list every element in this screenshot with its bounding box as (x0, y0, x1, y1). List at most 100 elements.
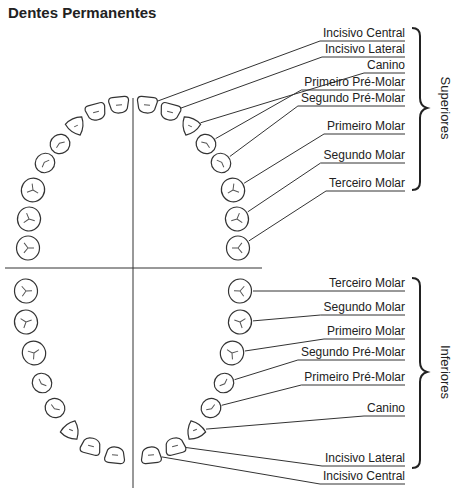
tooth-mark (230, 213, 242, 225)
tooth-outline (178, 115, 202, 139)
tooth (18, 337, 51, 370)
tooth-outline (228, 278, 252, 303)
tooth (163, 436, 186, 457)
tooth (108, 96, 129, 114)
bracket (412, 278, 427, 468)
leader-line (244, 134, 405, 183)
tooth-outline (60, 417, 84, 441)
tooth-outline (210, 369, 238, 397)
tooth-outline (84, 102, 107, 123)
group-label: Inferiores (438, 345, 452, 399)
tooth (183, 417, 207, 441)
tooth-mark (88, 445, 94, 447)
tooth-outline (41, 395, 68, 422)
leader-line (186, 448, 405, 467)
tooth-outline (15, 204, 44, 234)
tooth-mark (24, 243, 34, 253)
tooth (31, 149, 59, 177)
tooth-outline (223, 204, 252, 234)
bracket (412, 28, 427, 190)
tooth (41, 395, 68, 422)
leader-line (180, 57, 405, 108)
tooth (210, 369, 238, 397)
tooth-mark (206, 404, 216, 411)
tooth-label: Incisivo Central (323, 26, 405, 40)
tooth-mark (74, 125, 78, 127)
tooth-outline (183, 417, 207, 441)
leader-line (249, 191, 405, 241)
tooth-mark (116, 104, 122, 106)
tooth-mark (225, 184, 239, 198)
tooth-mark (41, 159, 49, 168)
tooth-mark (55, 140, 64, 147)
tooth-outline (217, 174, 249, 206)
tooth (197, 395, 224, 422)
tooth-outline (64, 115, 88, 139)
tooth-label: Segundo Pré-Molar (301, 345, 405, 359)
tooth-mark (50, 404, 60, 411)
tooth (14, 278, 38, 303)
tooth-label: Canino (367, 58, 405, 72)
tooth-mark (69, 429, 73, 431)
tooth-outline (46, 131, 73, 158)
tooth-mark (188, 125, 192, 127)
leader-line (253, 291, 405, 292)
leader-group (157, 41, 405, 484)
tooth (228, 278, 252, 303)
tooth-outline (14, 278, 38, 303)
tooth-outline (207, 149, 235, 177)
tooth-mark (233, 315, 246, 328)
tooth (140, 446, 162, 464)
tooth-outline (108, 96, 129, 114)
tooth-outline (104, 446, 126, 464)
leader-line (206, 416, 405, 429)
tooth-outline (197, 395, 224, 422)
tooth-mark (22, 286, 33, 297)
tooth-mark (38, 379, 47, 387)
tooth-mark (234, 286, 245, 297)
tooth-mark (27, 184, 41, 198)
tooth-outline (163, 436, 186, 457)
tooth (16, 236, 39, 260)
tooth (17, 174, 49, 206)
tooth-label: Incisivo Central (323, 469, 405, 483)
tooth-label: Incisivo Lateral (325, 451, 405, 465)
tooth-outline (158, 102, 181, 123)
tooth-outline (140, 446, 162, 464)
tooth-label: Canino (367, 401, 405, 415)
tooth-mark (167, 111, 173, 113)
tooth-label: Segundo Molar (324, 300, 405, 314)
leader-line (216, 90, 405, 139)
tooth-mark (232, 243, 242, 253)
tooth-outline (192, 131, 219, 158)
tooth (11, 307, 41, 337)
tooth (192, 131, 219, 158)
tooth (104, 446, 126, 464)
tooth (217, 174, 249, 206)
tooth (207, 149, 235, 177)
tooth-label: Terceiro Molar (329, 176, 405, 190)
leader-line (253, 315, 405, 321)
tooth-label: Segundo Pré-Molar (301, 91, 405, 105)
tooth-label: Primeiro Molar (327, 119, 405, 133)
tooth (46, 131, 73, 158)
tooth-outline (225, 307, 255, 337)
tooth-label: Primeiro Pré-Molar (304, 75, 405, 89)
tooth-outline (136, 96, 157, 114)
tooth-outline (216, 337, 249, 370)
tooth-mark (217, 159, 225, 168)
tooth-mark (224, 345, 238, 359)
tooth-label: Incisivo Lateral (325, 42, 405, 56)
tooth-mark (144, 104, 150, 106)
tooth-outline (79, 436, 102, 457)
tooth (79, 436, 102, 457)
tooth (136, 96, 157, 114)
tooth (216, 337, 249, 370)
tooth (226, 236, 249, 260)
tooth (60, 417, 84, 441)
tooth-mark (112, 454, 118, 456)
tooth-mark (93, 111, 99, 113)
tooth (64, 115, 88, 139)
tooth (158, 102, 181, 123)
tooth-mark (21, 315, 34, 328)
